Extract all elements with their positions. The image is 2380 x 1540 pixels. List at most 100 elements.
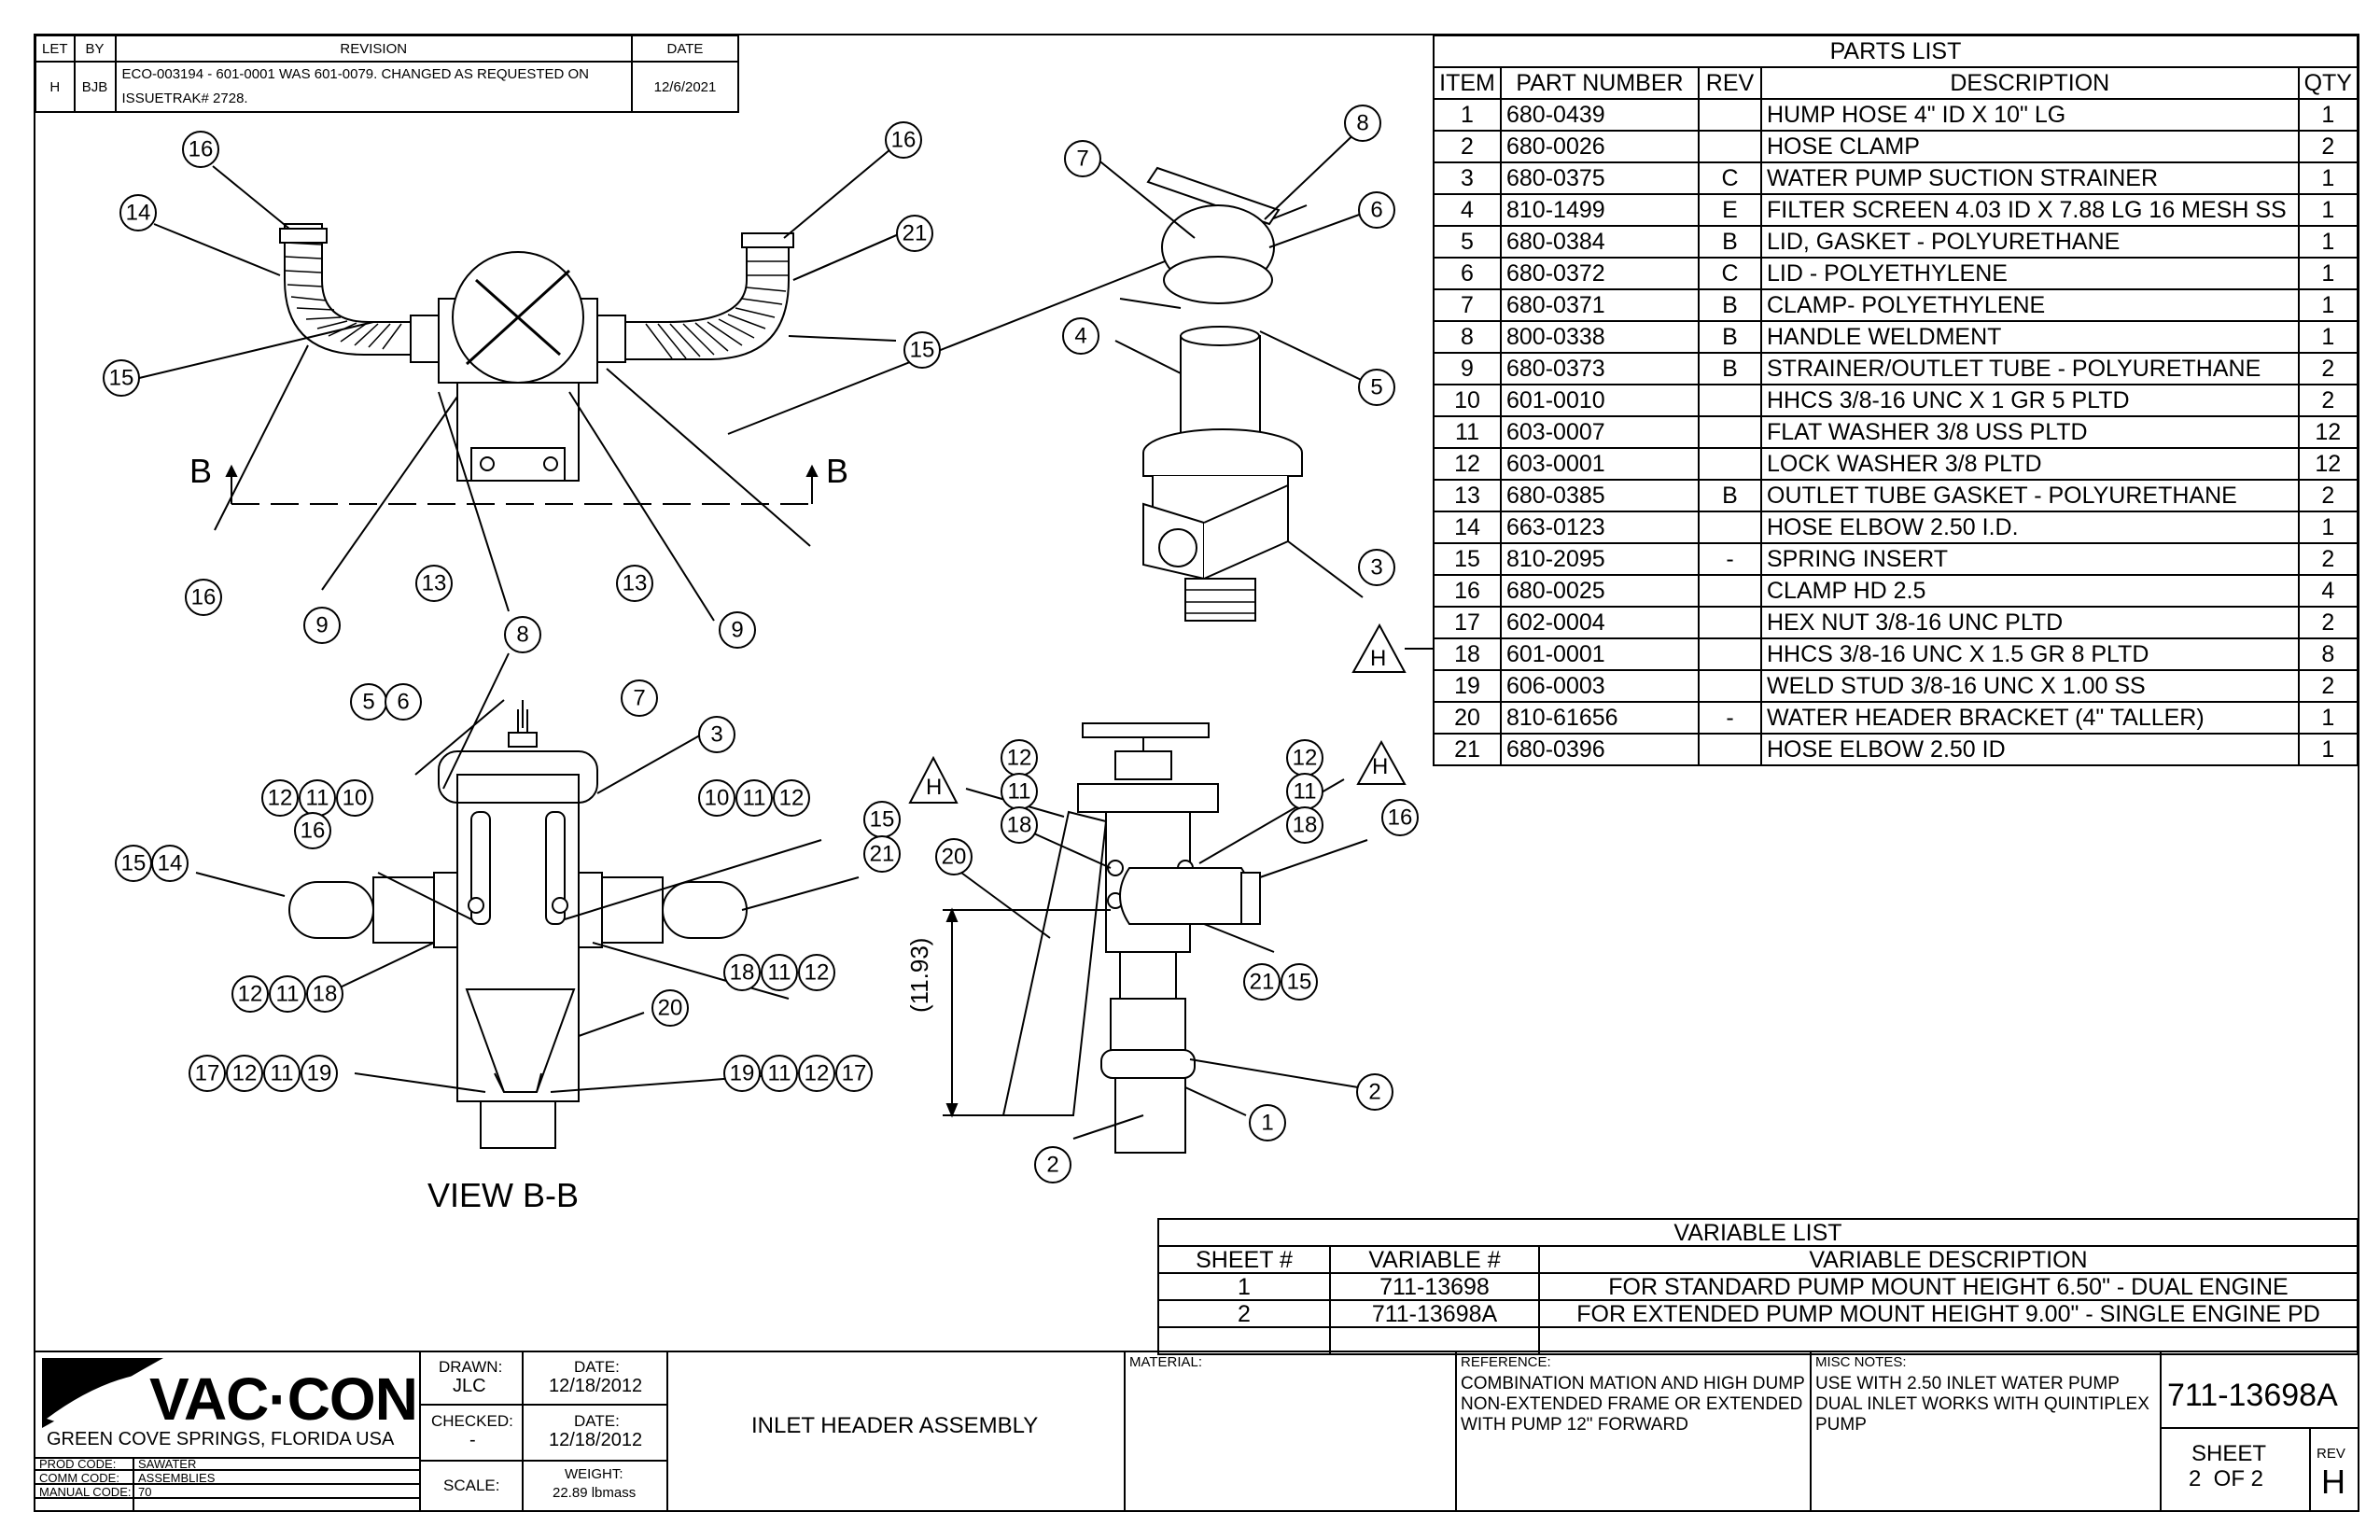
- svg-text:11: 11: [743, 786, 766, 811]
- svg-text:12: 12: [238, 982, 263, 1007]
- misc-notes-label: MISC NOTES:: [1815, 1354, 1907, 1370]
- parts-cell-rev: C: [1698, 161, 1762, 195]
- rev-let: H: [35, 61, 76, 113]
- parts-cell-description: HHCS 3/8-16 UNC X 1.5 GR 8 PLTD: [1760, 637, 2300, 671]
- parts-cell-rev: -: [1698, 701, 1762, 735]
- item-balloon: 3: [1358, 549, 1395, 586]
- parts-cell-qty: 2: [2297, 384, 2359, 417]
- svg-text:3: 3: [1370, 555, 1382, 581]
- svg-text:16: 16: [191, 585, 217, 610]
- item-balloon: 11: [761, 954, 798, 991]
- parts-cell-qty: 1: [2297, 701, 2359, 735]
- svg-text:4: 4: [1074, 324, 1086, 349]
- parts-cell-rev: [1698, 415, 1762, 449]
- detail-tags: [908, 623, 1407, 804]
- item-balloon: 11: [761, 1055, 798, 1092]
- item-balloon: 13: [415, 565, 453, 602]
- parts-cell-description: SPRING INSERT: [1760, 542, 2300, 576]
- var-row-variable: 711-13698A: [1329, 1299, 1540, 1328]
- parts-cell-qty: 2: [2297, 479, 2359, 512]
- parts-cell-part-number: 680-0439: [1500, 98, 1700, 132]
- item-balloon: 20: [651, 989, 689, 1027]
- item-balloon: 21: [863, 835, 901, 873]
- svg-text:16: 16: [1388, 805, 1413, 831]
- item-balloon: 8: [1344, 105, 1381, 142]
- item-balloon: 5: [1358, 369, 1395, 406]
- svg-text:21: 21: [903, 221, 928, 246]
- parts-cell-description: LOCK WASHER 3/8 PLTD: [1760, 447, 2300, 481]
- item-balloon: 10: [698, 779, 735, 817]
- parts-cell-qty: 2: [2297, 130, 2359, 163]
- item-balloon: 5: [350, 683, 387, 721]
- rev-header-revision: REVISION: [114, 35, 634, 63]
- parts-cell-part-number: 800-0338: [1500, 320, 1700, 354]
- item-balloon: 16: [1381, 799, 1419, 836]
- parts-cell-description: WELD STUD 3/8-16 UNC X 1.00 SS: [1760, 669, 2300, 703]
- sheet-number: 2 OF 2: [2189, 1466, 2264, 1491]
- parts-cell-qty: 2: [2297, 542, 2359, 576]
- item-balloon: 10: [336, 779, 373, 817]
- parts-cell-description: OUTLET TUBE GASKET - POLYURETHANE: [1760, 479, 2300, 512]
- item-balloon: 11: [1286, 773, 1323, 810]
- revision-block: LET BY REVISION DATE H BJB ECO-003194 - …: [35, 35, 739, 113]
- parts-cell-item: 20: [1433, 701, 1502, 735]
- parts-cell-part-number: 680-0025: [1500, 574, 1700, 608]
- svg-text:10: 10: [343, 786, 368, 811]
- svg-text:15: 15: [109, 366, 134, 391]
- svg-text:14: 14: [126, 201, 151, 226]
- reference-text: COMBINATION MATION AND HIGH DUMP NON-EXT…: [1461, 1374, 1805, 1435]
- rev-header-date: DATE: [631, 35, 739, 63]
- parts-cell-part-number: 663-0123: [1500, 511, 1700, 544]
- var-header-sheet: SHEET #: [1157, 1245, 1331, 1274]
- misc-notes-text: USE WITH 2.50 INLET WATER PUMP DUAL INLE…: [1815, 1374, 2149, 1435]
- parts-cell-description: HHCS 3/8-16 UNC X 1 GR 5 PLTD: [1760, 384, 2300, 417]
- parts-cell-item: 6: [1433, 257, 1502, 290]
- item-balloon: 9: [303, 607, 341, 644]
- rev-date: 12/6/2021: [631, 61, 739, 113]
- item-balloon: 1: [1249, 1104, 1286, 1141]
- item-balloon: 11: [735, 779, 773, 817]
- item-balloon: 15: [863, 801, 901, 838]
- parts-cell-rev: [1698, 447, 1762, 481]
- svg-text:9: 9: [315, 613, 328, 638]
- parts-cell-part-number: 680-0385: [1500, 479, 1700, 512]
- item-balloon: 15: [103, 359, 140, 397]
- weight-label: WEIGHT:: [565, 1466, 623, 1482]
- parts-cell-item: 17: [1433, 606, 1502, 639]
- svg-text:21: 21: [1250, 970, 1275, 995]
- parts-cell-qty: 2: [2297, 606, 2359, 639]
- checked-date: 12/18/2012: [549, 1430, 643, 1450]
- parts-cell-item: 12: [1433, 447, 1502, 481]
- parts-cell-item: 2: [1433, 130, 1502, 163]
- svg-text:12: 12: [805, 1061, 830, 1086]
- top-view: [134, 144, 1308, 622]
- item-balloon: 11: [263, 1055, 301, 1092]
- svg-text:5: 5: [362, 690, 374, 715]
- parts-cell-part-number: 810-2095: [1500, 542, 1700, 576]
- parts-cell-qty: 12: [2297, 415, 2359, 449]
- var-row-sheet: 1: [1157, 1272, 1331, 1301]
- svg-text:16: 16: [189, 137, 214, 162]
- parts-cell-description: FILTER SCREEN 4.03 ID X 7.88 LG 16 MESH …: [1760, 193, 2300, 227]
- prod-code-label: PROD CODE:: [39, 1457, 117, 1471]
- drawn-date-label: DATE:: [574, 1358, 620, 1376]
- svg-text:14: 14: [158, 851, 183, 876]
- var-row-sheet: 2: [1157, 1299, 1331, 1328]
- svg-text:5: 5: [1370, 375, 1382, 400]
- drawn-label: DRAWN:: [439, 1358, 503, 1376]
- item-balloon: 11: [1001, 773, 1038, 810]
- drawing-title: INLET HEADER ASSEMBLY: [751, 1413, 1039, 1438]
- parts-cell-rev: E: [1698, 193, 1762, 227]
- parts-cell-item: 21: [1433, 733, 1502, 766]
- var-header-variable: VARIABLE #: [1329, 1245, 1540, 1274]
